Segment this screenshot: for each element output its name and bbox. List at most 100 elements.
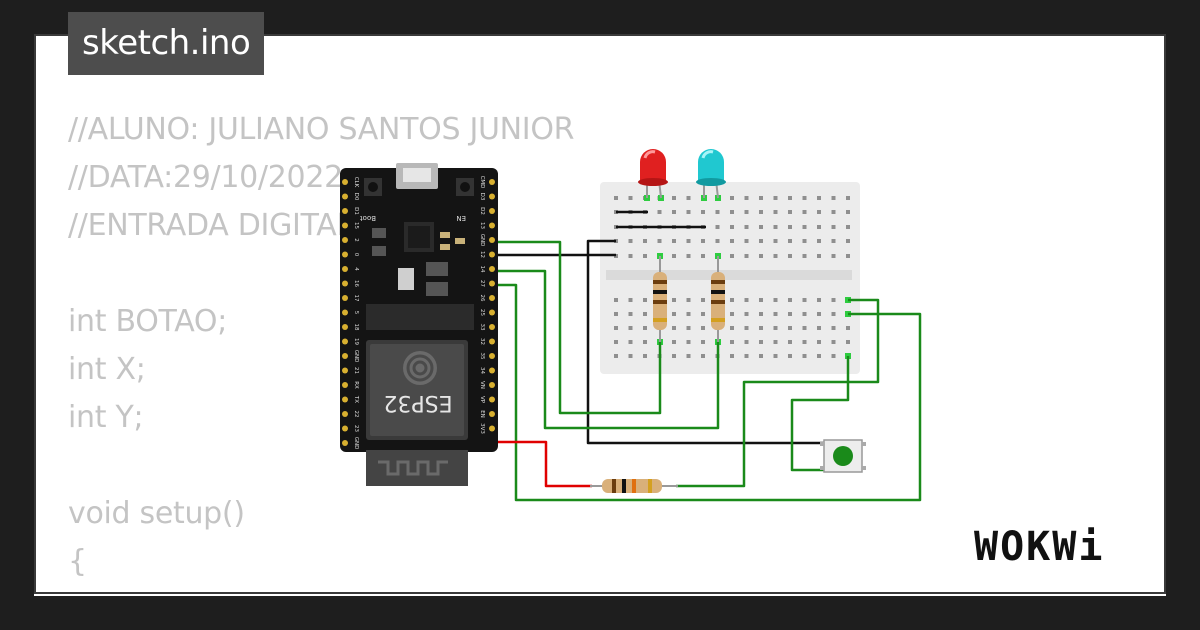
pin-pad[interactable] <box>342 324 348 330</box>
pin-pad[interactable] <box>342 237 348 243</box>
breadboard-hole[interactable] <box>802 354 807 358</box>
breadboard-hole[interactable] <box>686 326 691 330</box>
breadboard-hole[interactable] <box>614 326 618 330</box>
breadboard-hole[interactable] <box>614 340 618 344</box>
breadboard-hole[interactable] <box>759 254 763 258</box>
breadboard-hole[interactable] <box>802 210 807 214</box>
breadboard-hole[interactable] <box>628 196 633 200</box>
breadboard-hole[interactable] <box>730 254 734 258</box>
breadboard-hole[interactable] <box>672 354 676 358</box>
breadboard-hole[interactable] <box>730 196 734 200</box>
breadboard-hole[interactable] <box>831 354 836 358</box>
pin-pad[interactable] <box>342 295 348 301</box>
breadboard-hole[interactable] <box>773 225 778 229</box>
breadboard-hole[interactable] <box>831 254 836 258</box>
breadboard-hole[interactable] <box>759 239 763 243</box>
breadboard-hole[interactable] <box>715 210 720 214</box>
breadboard-hole[interactable] <box>817 298 821 302</box>
breadboard-hole[interactable] <box>672 210 676 214</box>
pin-pad[interactable] <box>342 309 348 316</box>
breadboard-hole[interactable] <box>759 225 763 229</box>
pin-pad[interactable] <box>489 353 495 359</box>
breadboard-hole[interactable] <box>773 196 778 200</box>
breadboard-hole[interactable] <box>831 298 836 302</box>
breadboard-hole[interactable] <box>831 312 836 316</box>
breadboard-hole[interactable] <box>846 326 850 330</box>
breadboard-hole[interactable] <box>730 312 734 316</box>
breadboard-hole[interactable] <box>686 340 691 344</box>
pin-pad[interactable] <box>342 266 348 272</box>
breadboard-hole[interactable] <box>730 210 734 214</box>
breadboard-hole[interactable] <box>802 196 807 200</box>
pin-pad[interactable] <box>342 411 348 417</box>
breadboard-hole[interactable] <box>759 298 763 302</box>
breadboard-hole[interactable] <box>759 354 763 358</box>
breadboard-hole[interactable] <box>846 196 850 200</box>
breadboard-hole[interactable] <box>643 254 647 258</box>
breadboard-hole[interactable] <box>788 239 792 243</box>
breadboard-hole[interactable] <box>773 340 778 344</box>
pin-pad[interactable] <box>342 222 348 229</box>
breadboard-hole[interactable] <box>831 210 836 214</box>
pin-pad[interactable] <box>489 324 495 330</box>
breadboard-hole[interactable] <box>628 239 633 243</box>
breadboard-hole[interactable] <box>744 340 749 344</box>
breadboard-hole[interactable] <box>846 254 850 258</box>
breadboard-hole[interactable] <box>744 239 749 243</box>
pin-pad[interactable] <box>489 338 495 345</box>
breadboard-hole[interactable] <box>788 312 792 316</box>
breadboard-hole[interactable] <box>773 239 778 243</box>
breadboard-hole[interactable] <box>744 298 749 302</box>
breadboard-hole[interactable] <box>817 196 821 200</box>
breadboard-hole[interactable] <box>672 298 676 302</box>
breadboard-hole[interactable] <box>628 254 633 258</box>
breadboard-hole[interactable] <box>817 210 821 214</box>
breadboard-hole[interactable] <box>614 354 618 358</box>
breadboard-hole[interactable] <box>628 340 633 344</box>
simulation-canvas[interactable]: //ALUNO: JULIANO SANTOS JUNIOR//DATA:29/… <box>34 34 1166 596</box>
breadboard-hole[interactable] <box>759 340 763 344</box>
breadboard-hole[interactable] <box>773 354 778 358</box>
breadboard-hole[interactable] <box>744 210 749 214</box>
breadboard-hole[interactable] <box>657 210 662 214</box>
breadboard-hole[interactable] <box>643 354 647 358</box>
breadboard-hole[interactable] <box>817 326 821 330</box>
breadboard-hole[interactable] <box>672 254 676 258</box>
push-button-icon[interactable] <box>820 439 866 473</box>
pin-pad[interactable] <box>342 338 348 345</box>
breadboard-hole[interactable] <box>701 210 705 214</box>
resistor-icon[interactable] <box>590 479 678 493</box>
pin-pad[interactable] <box>489 266 495 272</box>
breadboard-hole[interactable] <box>846 340 850 344</box>
breadboard-hole[interactable] <box>831 239 836 243</box>
breadboard-hole[interactable] <box>788 210 792 214</box>
breadboard-hole[interactable] <box>657 239 662 243</box>
breadboard-hole[interactable] <box>686 196 691 200</box>
breadboard-hole[interactable] <box>686 210 691 214</box>
breadboard-hole[interactable] <box>788 326 792 330</box>
breadboard-hole[interactable] <box>701 354 705 358</box>
breadboard-hole[interactable] <box>817 354 821 358</box>
pin-pad[interactable] <box>489 280 495 287</box>
breadboard-hole[interactable] <box>744 312 749 316</box>
breadboard-hole[interactable] <box>831 326 836 330</box>
breadboard-hole[interactable] <box>628 326 633 330</box>
pin-pad[interactable] <box>342 396 348 403</box>
pin-pad[interactable] <box>489 309 495 316</box>
breadboard-hole[interactable] <box>788 340 792 344</box>
breadboard-hole[interactable] <box>672 312 676 316</box>
pin-pad[interactable] <box>489 396 495 403</box>
breadboard-hole[interactable] <box>773 298 778 302</box>
breadboard-hole[interactable] <box>817 225 821 229</box>
breadboard-hole[interactable] <box>788 298 792 302</box>
breadboard-hole[interactable] <box>831 196 836 200</box>
breadboard-hole[interactable] <box>701 340 705 344</box>
breadboard-hole[interactable] <box>802 340 807 344</box>
pin-pad[interactable] <box>342 208 348 214</box>
breadboard-hole[interactable] <box>643 298 647 302</box>
breadboard-hole[interactable] <box>686 298 691 302</box>
breadboard-hole[interactable] <box>846 225 850 229</box>
breadboard-hole[interactable] <box>759 196 763 200</box>
breadboard-hole[interactable] <box>672 340 676 344</box>
breadboard-hole[interactable] <box>831 340 836 344</box>
